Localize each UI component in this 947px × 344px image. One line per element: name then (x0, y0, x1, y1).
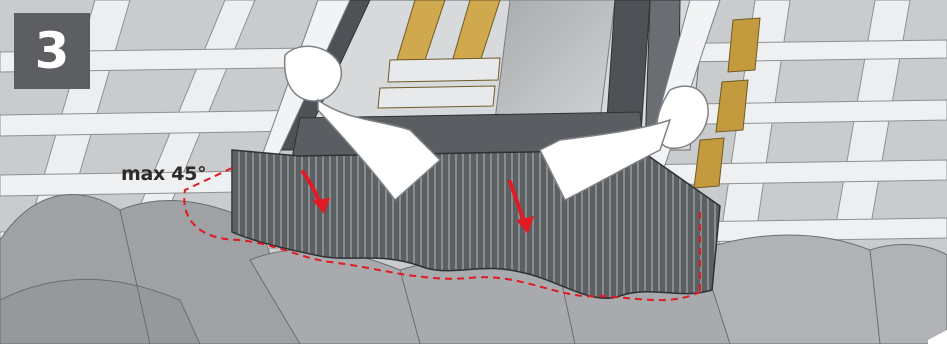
light-shaft (495, 0, 615, 120)
max-angle-label: max 45° (121, 163, 206, 185)
step-number-badge: 3 (14, 13, 90, 89)
